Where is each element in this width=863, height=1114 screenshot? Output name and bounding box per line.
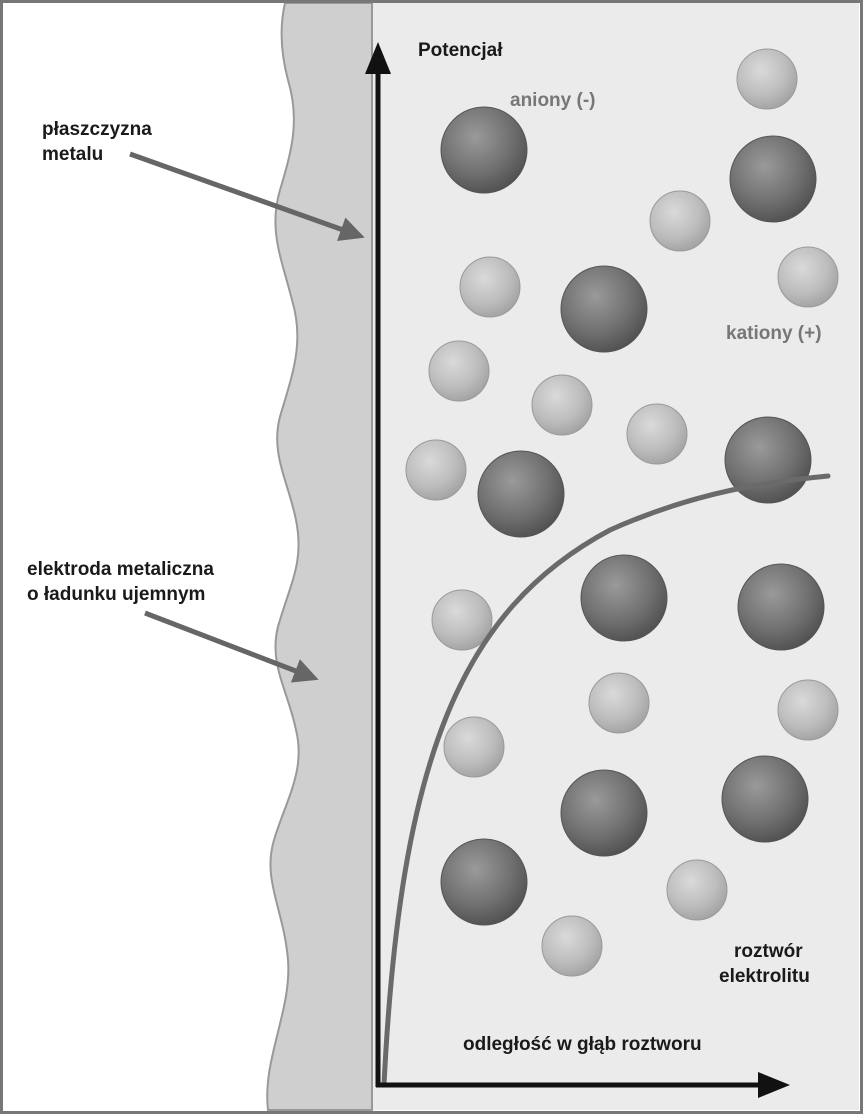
potential-curve [381, 473, 831, 1088]
metal-plane-arrow [129, 151, 365, 242]
anion-particle [729, 135, 817, 223]
anion-particle [560, 265, 648, 353]
potential-axis-arrowhead [365, 42, 391, 74]
anion-particle [440, 838, 528, 926]
electrode-arrow [144, 610, 319, 683]
anion-particle [477, 450, 565, 538]
cation-particle [649, 190, 711, 252]
cation-particle [428, 340, 490, 402]
cation-particle [541, 915, 603, 977]
anion-particle [721, 755, 809, 843]
cation-particle [459, 256, 521, 318]
solution-label-line2: elektrolitu [719, 966, 810, 987]
anion-particle [440, 106, 528, 194]
electrode-label-line2: o ładunku ujemnym [27, 584, 206, 605]
cations-label: kationy (+) [726, 323, 822, 344]
cation-particle [588, 672, 650, 734]
metal-electrode [266, 1, 373, 1111]
distance-axis-label: odległość w głąb roztworu [463, 1034, 702, 1055]
cation-particle [777, 246, 839, 308]
cation-particle [777, 679, 839, 741]
cation-particle [431, 589, 493, 651]
potential-axis-label: Potencjał [418, 40, 503, 61]
solution-label-line1: roztwór [734, 941, 803, 962]
anion-particle [560, 769, 648, 857]
cation-particle [405, 439, 467, 501]
anion-particle [580, 554, 668, 642]
anions-label: aniony (-) [510, 90, 596, 111]
distance-axis-arrowhead [758, 1072, 790, 1098]
cation-particle [531, 374, 593, 436]
electrode-label-line1: elektroda metaliczna [27, 559, 214, 580]
anion-particle [737, 563, 825, 651]
metal-plane-label-line2: metalu [42, 144, 104, 165]
cation-particle [443, 716, 505, 778]
ion-particles [405, 48, 839, 977]
cation-particle [666, 859, 728, 921]
cation-particle [736, 48, 798, 110]
cation-particle [626, 403, 688, 465]
metal-plane-label-line1: płaszczyzna [42, 119, 152, 140]
